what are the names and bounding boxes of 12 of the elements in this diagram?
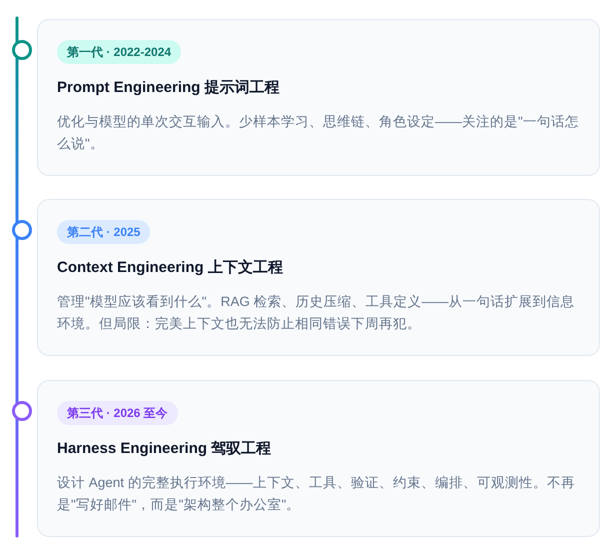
era-tag: 第一代 · 2022-2024 xyxy=(57,40,182,64)
timeline-card xyxy=(37,199,600,356)
card-description: 管理"模型应该看到什么"。RAG 检索、历史压缩、工具定义——从一句话扩展到信息环境。但局限：完美上下文也无法防止相同错误下周再犯。 xyxy=(57,293,576,333)
timeline-card xyxy=(37,19,600,176)
card-title: Context Engineering 上下文工程 xyxy=(57,258,284,278)
era-tag: 第二代 · 2025 xyxy=(57,220,150,244)
card-title: Prompt Engineering 提示词工程 xyxy=(57,78,281,98)
card-description: 设计 Agent 的完整执行环境——上下文、工具、验证、约束、编排、可观测性。不再是"写好邮件"，而是"架构整个办公室"。 xyxy=(57,474,576,514)
card-title: Harness Engineering 驾驭工程 xyxy=(57,439,272,459)
timeline-card xyxy=(37,380,600,537)
card-description: 优化与模型的单次交互输入。少样本学习、思维链、角色设定——关注的是"一句话怎么说"。 xyxy=(57,113,580,153)
era-tag: 第三代 · 2026 至今 xyxy=(57,401,178,425)
